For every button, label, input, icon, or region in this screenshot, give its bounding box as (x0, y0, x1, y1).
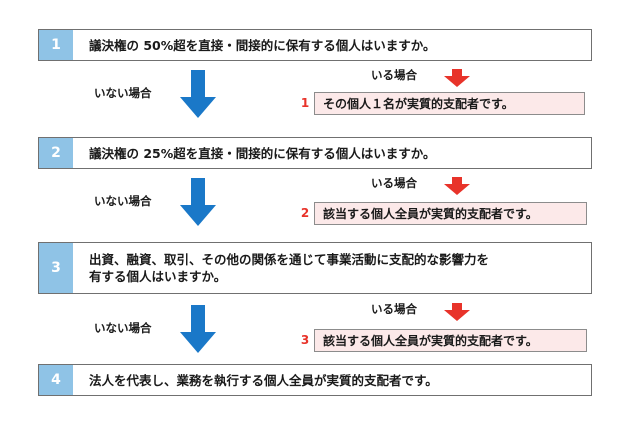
step-4-statement: 法人を代表し、業務を執行する個人全員が実質的支配者です。 (89, 372, 438, 388)
step-4-box: 4 法人を代表し、業務を執行する個人全員が実質的支配者です。 (38, 364, 592, 396)
down-arrow-icon (180, 305, 216, 353)
branch-3-no-label: いない場合 (94, 321, 152, 335)
down-arrow-icon (180, 70, 216, 118)
branch-2-yes-label: いる場合 (371, 176, 417, 190)
result-1-box: その個人１名が実質的支配者です。 (314, 92, 585, 115)
step-3-question: 出資、融資、取引、その他の関係を通じて事業活動に支配的な影響力を 有する個人はい… (89, 252, 490, 284)
result-3-number: 3 (300, 333, 310, 347)
branch-2-no-label: いない場合 (94, 194, 152, 208)
result-2-box: 該当する個人全員が実質的支配者です。 (314, 202, 587, 225)
step-3-number: 3 (39, 243, 73, 293)
result-3-box: 該当する個人全員が実質的支配者です。 (314, 329, 587, 352)
step-1-box: 1 議決権の 50%超を直接・間接的に保有する個人はいますか。 (38, 29, 592, 61)
result-1-number: 1 (300, 96, 310, 110)
branch-1-no-label: いない場合 (94, 86, 152, 100)
branch-3-yes-label: いる場合 (371, 302, 417, 316)
step-2-box: 2 議決権の 25%超を直接・間接的に保有する個人はいますか。 (38, 137, 592, 169)
step-2-question: 議決権の 25%超を直接・間接的に保有する個人はいますか。 (89, 145, 436, 161)
step-1-question: 議決権の 50%超を直接・間接的に保有する個人はいますか。 (89, 37, 436, 53)
step-3-box: 3 出資、融資、取引、その他の関係を通じて事業活動に支配的な影響力を 有する個人… (38, 242, 592, 294)
step-4-number: 4 (39, 365, 73, 395)
step-1-number: 1 (39, 30, 73, 60)
red-arrow-icon (444, 69, 470, 87)
red-arrow-icon (444, 177, 470, 195)
red-arrow-icon (444, 303, 470, 321)
step-2-number: 2 (39, 138, 73, 168)
down-arrow-icon (180, 178, 216, 226)
branch-1-yes-label: いる場合 (371, 68, 417, 82)
result-2-number: 2 (300, 206, 310, 220)
